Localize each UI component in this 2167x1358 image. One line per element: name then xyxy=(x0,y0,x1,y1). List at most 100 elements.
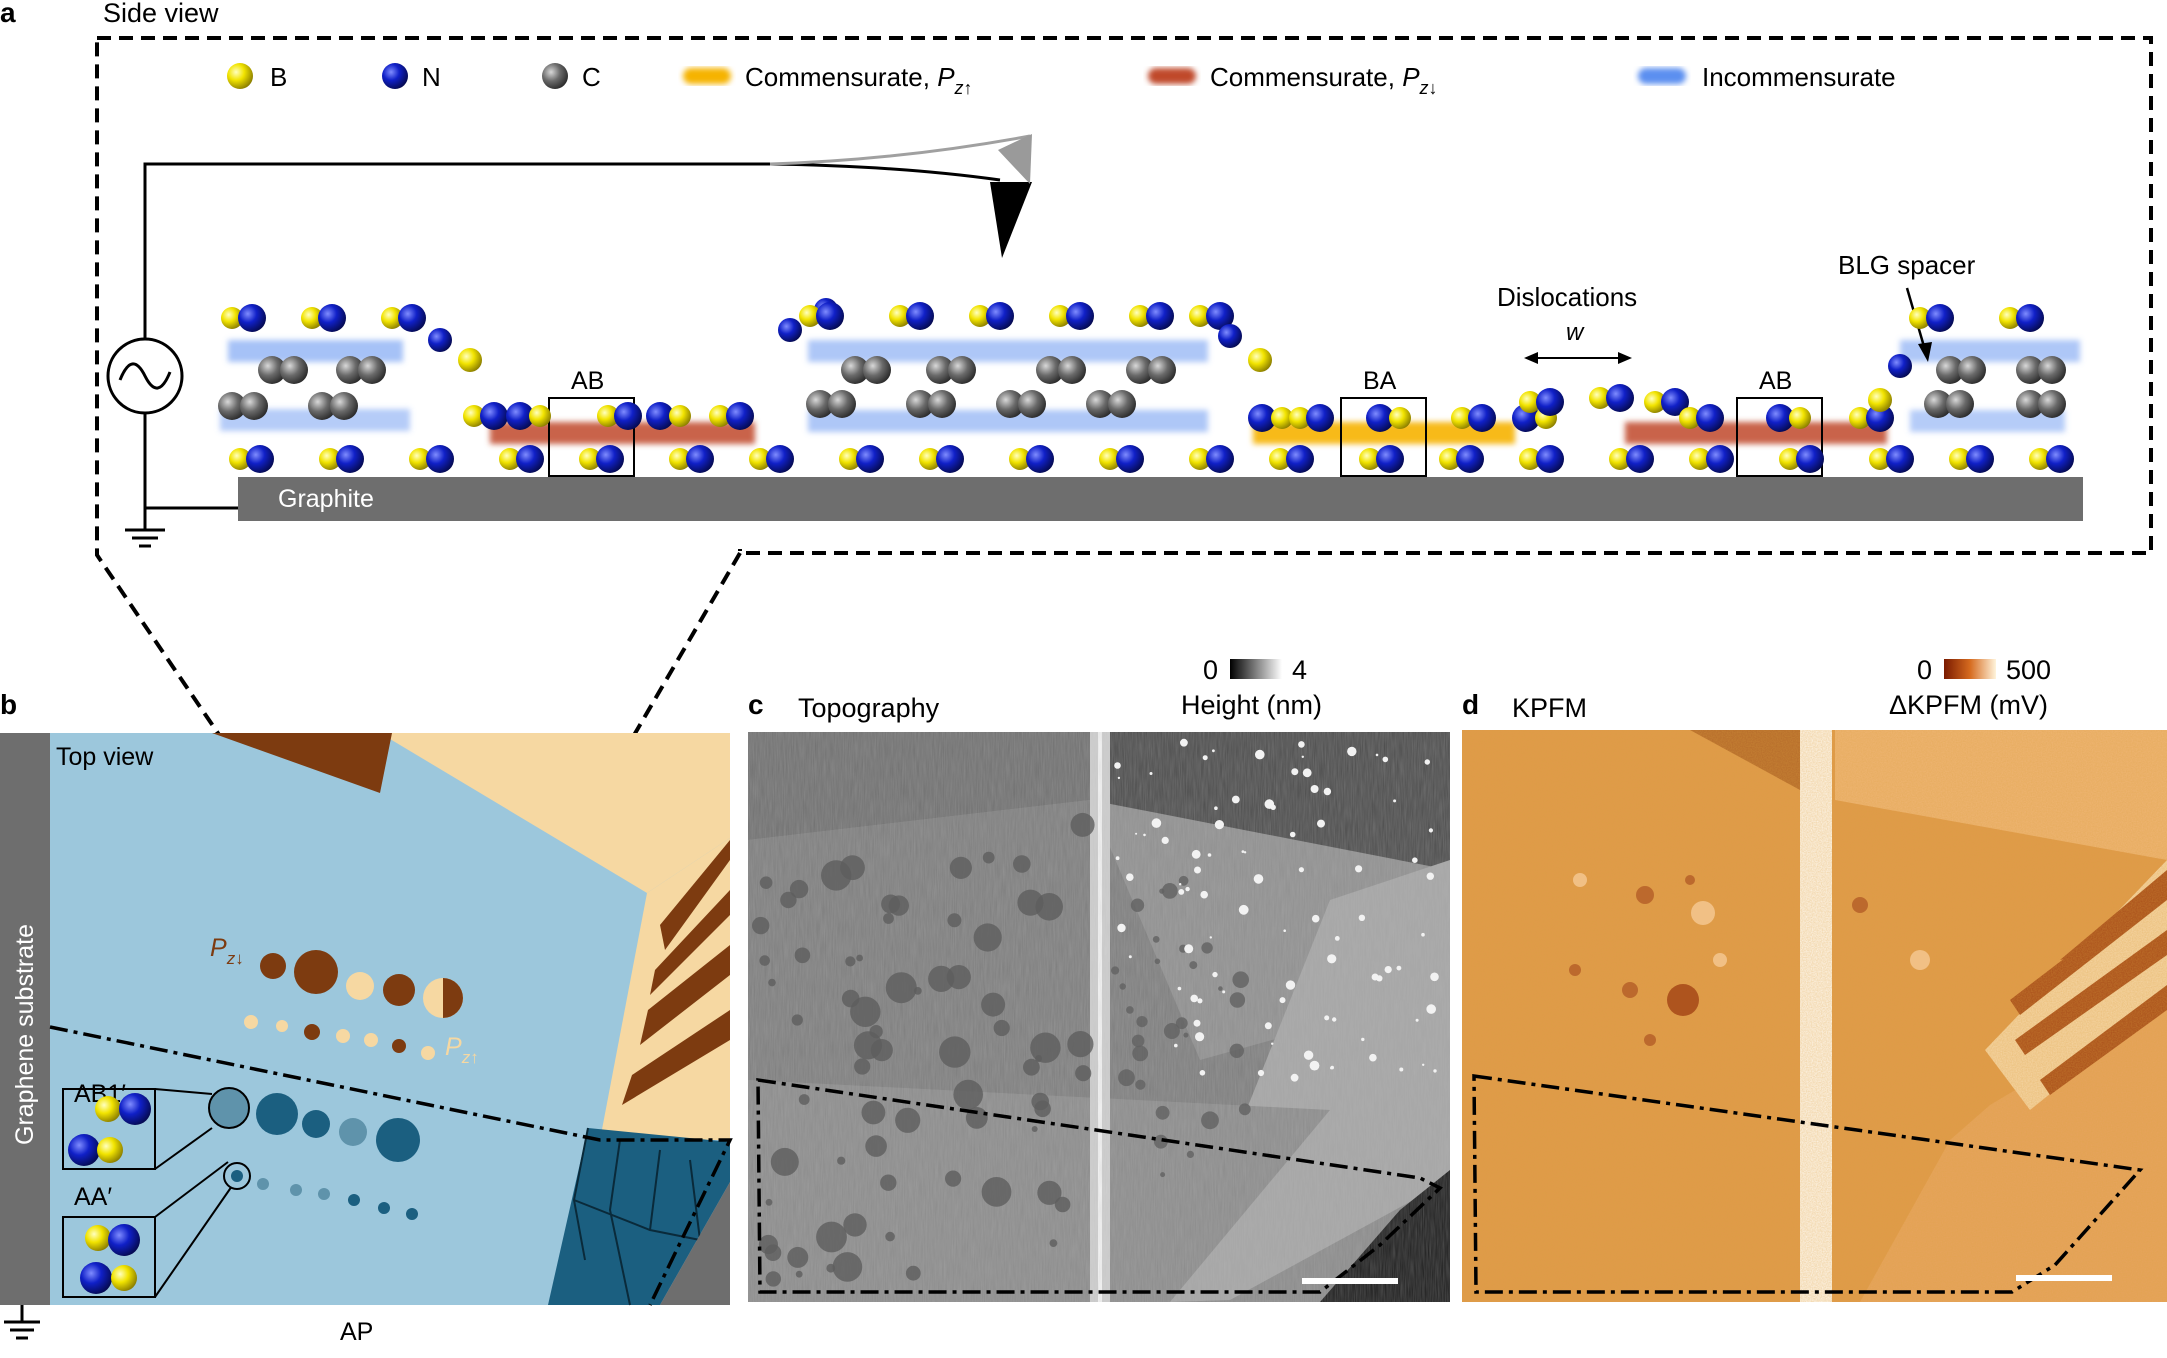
topography-particle xyxy=(1114,762,1121,769)
graphite-label: Graphite xyxy=(278,485,374,513)
panel-d: d KPFM 0 500 ΔKPFM (mV) xyxy=(1462,655,2167,1302)
b-atom xyxy=(1519,391,1541,413)
topography-pit xyxy=(1075,1065,1092,1082)
c-atom xyxy=(2016,356,2044,384)
n-atom xyxy=(246,445,274,473)
topography-particle xyxy=(1199,1070,1206,1076)
topography-particle xyxy=(1279,997,1286,1004)
topography-pit xyxy=(1229,992,1246,1008)
topography-particle xyxy=(1369,1053,1377,1062)
stacking-box-ab xyxy=(548,397,635,477)
topography-particle xyxy=(1190,994,1198,1003)
n-atom xyxy=(1248,404,1276,432)
topography-pit xyxy=(945,1170,962,1187)
topography-pit xyxy=(1135,1079,1146,1090)
aa-domain xyxy=(290,1184,302,1196)
kpfm-scale-max: 500 xyxy=(2006,655,2051,685)
topography-pit xyxy=(1119,983,1126,990)
brown-stripe xyxy=(660,840,730,950)
arrowhead-left-icon xyxy=(1524,352,1538,364)
b-atom xyxy=(1099,448,1121,470)
topography-pit xyxy=(840,855,865,881)
kpfm-domain xyxy=(1573,873,1587,887)
n-atom xyxy=(1376,445,1404,473)
gray-corner xyxy=(660,1182,730,1305)
b-atom xyxy=(499,448,521,470)
stacking-label-ab: AB xyxy=(571,367,604,395)
topography-pit xyxy=(1126,1006,1134,1014)
stacking-label-ba: BA xyxy=(1363,367,1397,395)
n-atom xyxy=(1606,384,1634,412)
topography-particle xyxy=(1178,889,1185,895)
flake-edge-atom xyxy=(1218,324,1242,348)
small-domain-dot xyxy=(336,1029,350,1043)
topography-particle xyxy=(1222,990,1226,994)
ab1-callout-circle xyxy=(208,1087,250,1129)
legend-commensurate-down-label: Commensurate, Pz↓ xyxy=(1210,62,1438,98)
topography-particle xyxy=(1194,866,1201,874)
b-atom-icon xyxy=(111,1265,137,1291)
topography-pit xyxy=(854,1058,871,1075)
n-atom xyxy=(1206,445,1234,473)
small-domain-dot xyxy=(392,1039,406,1053)
kpfm-colorbar xyxy=(1944,659,1996,679)
legend-b-atom-icon xyxy=(227,63,253,89)
topography-particle xyxy=(1422,1063,1425,1067)
small-domain-dot xyxy=(276,1020,288,1032)
b-atom xyxy=(221,307,243,329)
topography-particle xyxy=(1358,914,1366,921)
topography-pit xyxy=(883,913,894,924)
kpfm-domain xyxy=(1910,950,1930,970)
n-atom xyxy=(1661,388,1689,416)
pz-down-domain xyxy=(294,950,338,994)
commensurate-down-bar xyxy=(490,422,755,444)
b-atom xyxy=(529,405,551,427)
topography-particle xyxy=(1327,954,1337,964)
c-atom xyxy=(948,356,976,384)
topography-pit xyxy=(850,996,881,1027)
topography-particle xyxy=(1241,850,1245,853)
topography-particle xyxy=(1323,787,1332,796)
n-atom-icon xyxy=(119,1093,151,1125)
topography-particle xyxy=(1214,806,1218,810)
n-atom xyxy=(336,445,364,473)
topography-particle xyxy=(1149,772,1153,775)
n-atom xyxy=(318,304,346,332)
topography-image xyxy=(748,732,1450,1302)
c-atom xyxy=(1958,356,1986,384)
topography-pit xyxy=(770,1147,799,1176)
c-atom xyxy=(1036,356,1064,384)
c-atom xyxy=(2038,390,2066,418)
topography-pit xyxy=(837,1156,846,1165)
n-atom-icon xyxy=(68,1134,100,1166)
legend-commensurate-up-label: Commensurate, Pz↑ xyxy=(745,62,973,98)
afm-tip-lowered-icon xyxy=(990,182,1032,258)
topography-particle xyxy=(1317,819,1325,828)
kpfm-domain xyxy=(1644,1034,1656,1046)
topography-pit xyxy=(759,955,770,966)
n-atom xyxy=(906,302,934,330)
brown-domain xyxy=(212,733,392,793)
topography-particle xyxy=(1180,738,1188,747)
topography-particle xyxy=(1290,1073,1299,1082)
n-atom xyxy=(686,445,714,473)
topography-pit xyxy=(1067,1031,1094,1058)
topography-particle xyxy=(1257,1069,1265,1077)
topography-pit xyxy=(1037,1180,1062,1205)
c-atom xyxy=(806,390,834,418)
c-atom xyxy=(1924,390,1952,418)
scale-bar-c xyxy=(1302,1278,1398,1284)
panel-b-letter: b xyxy=(0,689,17,720)
b-atom xyxy=(1129,305,1151,327)
topography-pit xyxy=(973,923,1002,952)
ap-label: AP xyxy=(340,1318,373,1346)
brown-stripe xyxy=(650,890,730,995)
c-atom xyxy=(240,392,268,420)
b-atom xyxy=(1289,407,1311,429)
b-atom xyxy=(319,448,341,470)
topography-pit xyxy=(759,876,773,889)
topography-pit xyxy=(1229,1043,1245,1059)
topography-particle xyxy=(1298,867,1304,873)
topography-pit xyxy=(780,891,797,909)
legend-commensurate-up-swatch xyxy=(683,68,731,84)
